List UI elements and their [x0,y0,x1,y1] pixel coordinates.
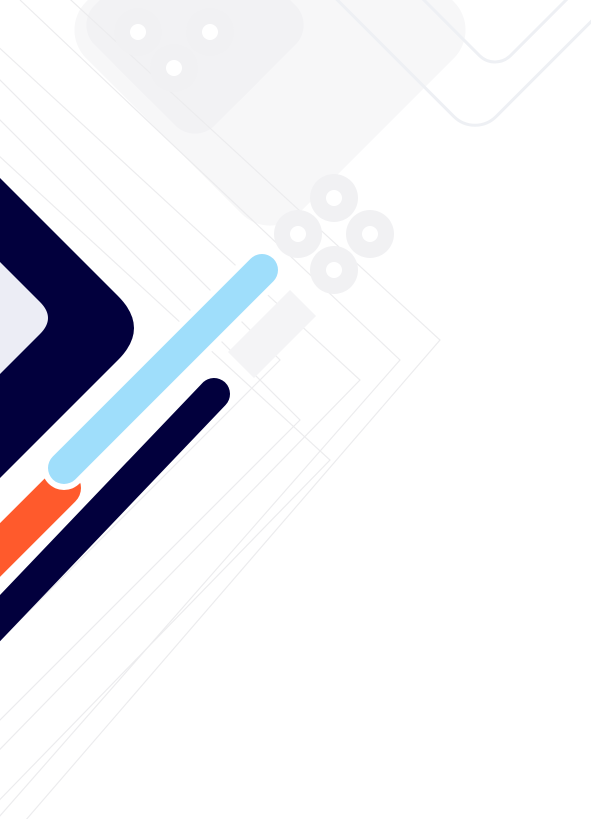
ghost-outline-panel-inner [396,0,591,64]
orange-bar [0,469,81,577]
gear-cluster-icon [114,8,234,92]
navy-bar [0,378,230,642]
gear-cluster-icon [274,174,394,294]
navy-chevron-block [0,178,134,478]
ghost-shard [228,290,316,378]
lavender-inset [0,262,48,374]
diagonal-hairlines [0,0,441,819]
navy-chevron [0,178,134,478]
sky-bar [48,254,278,484]
ghost-outline-panel [323,0,591,127]
diagonal-bars [0,248,284,642]
